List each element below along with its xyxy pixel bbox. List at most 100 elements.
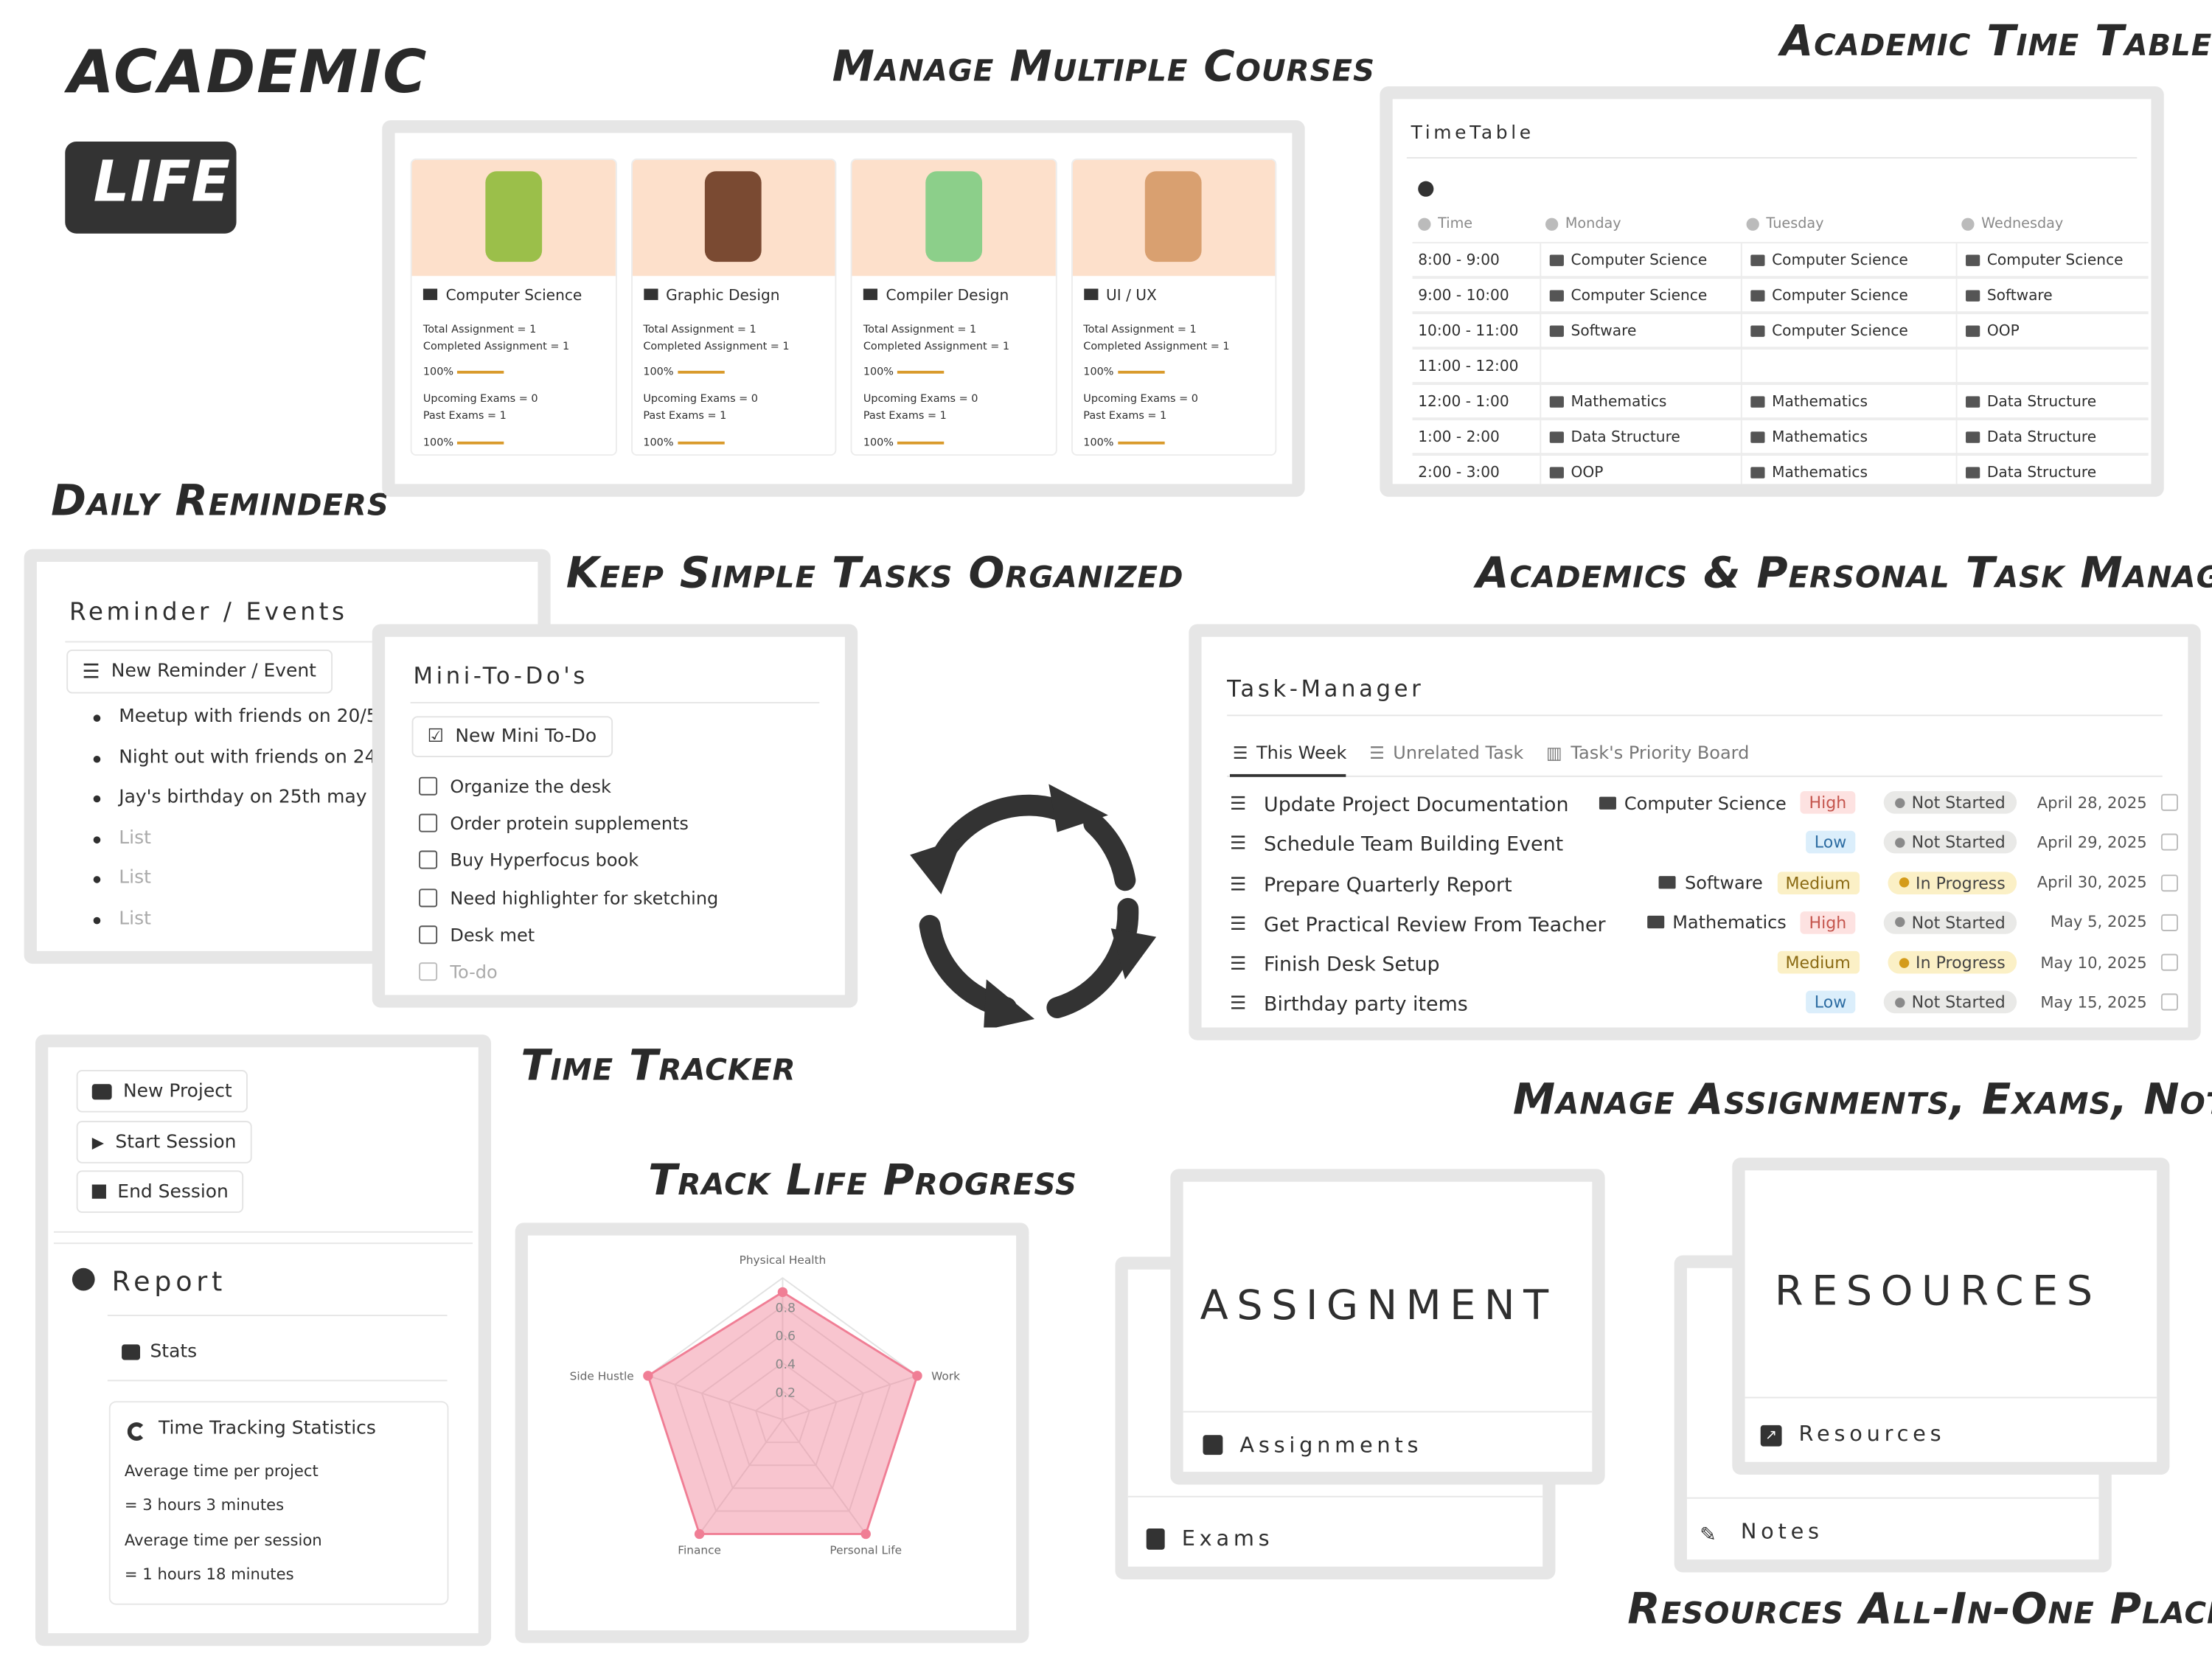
todo-checkbox[interactable]	[419, 962, 438, 981]
todo-item[interactable]: Organize the desk	[419, 767, 718, 804]
assignment-page-card[interactable]: ASSIGNMENT Assignments	[1170, 1169, 1605, 1485]
priority-badge: Medium	[1776, 871, 1860, 894]
new-todo-button[interactable]: ☑New Mini To-Do	[411, 716, 613, 757]
end-session-button[interactable]: End Session	[76, 1170, 245, 1213]
todo-item[interactable]: Need highlighter for sketching	[419, 879, 718, 916]
priority-badge: High	[1801, 790, 1855, 814]
todo-checkbox[interactable]	[419, 925, 438, 944]
timetable-cell: Computer Science	[1772, 322, 1908, 340]
task-checkbox[interactable]	[2160, 994, 2178, 1012]
subject-icon	[1549, 254, 1564, 266]
todo-checkbox[interactable]	[419, 813, 438, 832]
tab-unrelated[interactable]: ☰Unrelated Task	[1369, 741, 1524, 763]
task-checkbox[interactable]	[2160, 954, 2178, 972]
timetable-cell: 12:00 - 1:00	[1418, 393, 1509, 411]
tab-this-week[interactable]: ☰This Week	[1232, 741, 1347, 763]
status-dot	[1894, 797, 1905, 808]
radar-spoke	[782, 1374, 918, 1421]
col-icon	[1545, 218, 1559, 231]
course-cover-image	[411, 159, 615, 276]
reminders-title: Reminder / Events	[69, 598, 348, 627]
assignments-icon	[1203, 1435, 1223, 1455]
checklist-icon: ☰	[1229, 874, 1247, 896]
radar-point	[912, 1371, 922, 1381]
subject-icon	[1750, 254, 1765, 266]
heading-reminders: Daily Reminders	[51, 476, 389, 527]
checklist-icon: ☰	[1229, 994, 1247, 1016]
checklist-icon: ☰	[1369, 742, 1385, 762]
resources-cover-title: RESOURCES	[1774, 1266, 2101, 1315]
timetable-cell: 10:00 - 11:00	[1418, 322, 1519, 340]
task-checkbox[interactable]	[2160, 914, 2178, 931]
todo-item[interactable]: Buy Hyperfocus book	[419, 841, 718, 878]
assignments-label: Assignments	[1239, 1432, 1423, 1458]
course-completed: Completed Assignment = 1	[863, 339, 1010, 352]
resources-icon: ↗	[1760, 1425, 1782, 1447]
pie-icon	[127, 1422, 146, 1441]
todo-checkbox[interactable]	[419, 776, 438, 796]
brand-title: ACADEMIC	[68, 36, 428, 106]
course-pct1: 100%	[863, 365, 894, 378]
task-date: April 28, 2025	[2037, 793, 2147, 812]
status-pill: In Progress	[1887, 871, 2017, 894]
board-icon: ▥	[1546, 742, 1562, 762]
new-reminder-button[interactable]: ☰New Reminder / Event	[66, 650, 333, 694]
subject-icon	[1966, 254, 1980, 266]
stats-box: Time Tracking Statistics Average time pe…	[108, 1401, 449, 1605]
subject-icon	[1750, 467, 1765, 479]
timetable-col-header: Time	[1438, 216, 1473, 232]
subject-icon	[1966, 431, 1980, 443]
heading-assignments: Manage Assignments, Exams, Notes,	[1512, 1075, 2212, 1125]
col-icon	[1418, 218, 1431, 231]
progress-bar	[1117, 441, 1164, 445]
todo-item[interactable]: To-do	[419, 953, 718, 990]
checklist-icon: ☑	[427, 726, 445, 748]
col-icon	[1746, 218, 1759, 231]
todo-item[interactable]: Order protein supplements	[419, 804, 718, 841]
status-dot	[1894, 837, 1905, 848]
timetable-cell: OOP	[1986, 322, 2020, 340]
todo-item[interactable]: Desk met	[419, 916, 718, 953]
todos-panel: Mini-To-Do's ☑New Mini To-Do Organize th…	[372, 624, 858, 1008]
tab-priority-board[interactable]: ▥Task's Priority Board	[1546, 741, 1750, 763]
resources-page-card[interactable]: RESOURCES ↗ Resources	[1732, 1158, 2170, 1475]
resources-label: Resources	[1798, 1421, 1946, 1447]
radar-axis-label: Personal Life	[830, 1543, 902, 1557]
course-pct2: 100%	[1083, 436, 1114, 449]
course-past: Past Exams = 1	[422, 408, 507, 422]
course-upcoming: Upcoming Exams = 0	[643, 392, 758, 405]
heading-lifeprogress: Track Life Progress	[648, 1156, 1078, 1206]
task-checkbox[interactable]	[2160, 874, 2178, 891]
radar-axis-label: Work	[931, 1370, 960, 1383]
subject-icon	[1750, 325, 1765, 337]
bullet	[93, 916, 101, 924]
radar-axis-label: Side Hustle	[570, 1370, 634, 1383]
task-checkbox[interactable]	[2160, 793, 2178, 811]
course-illustration	[1145, 171, 1203, 262]
start-session-button[interactable]: ▶Start Session	[76, 1121, 252, 1164]
todo-checkbox[interactable]	[419, 888, 438, 907]
todo-checkbox[interactable]	[419, 851, 438, 869]
course-pct1: 100%	[422, 365, 454, 378]
task-course: Computer Science	[1599, 792, 1787, 813]
taskmgr-panel: Task-Manager ☰This Week☰Unrelated Task▥T…	[1189, 624, 2201, 1040]
task-checkbox[interactable]	[2160, 834, 2178, 852]
subject-icon	[1549, 325, 1564, 337]
book-icon	[422, 288, 438, 300]
course-total: Total Assignment = 1	[1083, 322, 1197, 335]
new-project-button[interactable]: New Project	[76, 1070, 248, 1113]
subject-icon	[1966, 396, 1980, 408]
stats-row[interactable]: Stats	[122, 1342, 197, 1363]
